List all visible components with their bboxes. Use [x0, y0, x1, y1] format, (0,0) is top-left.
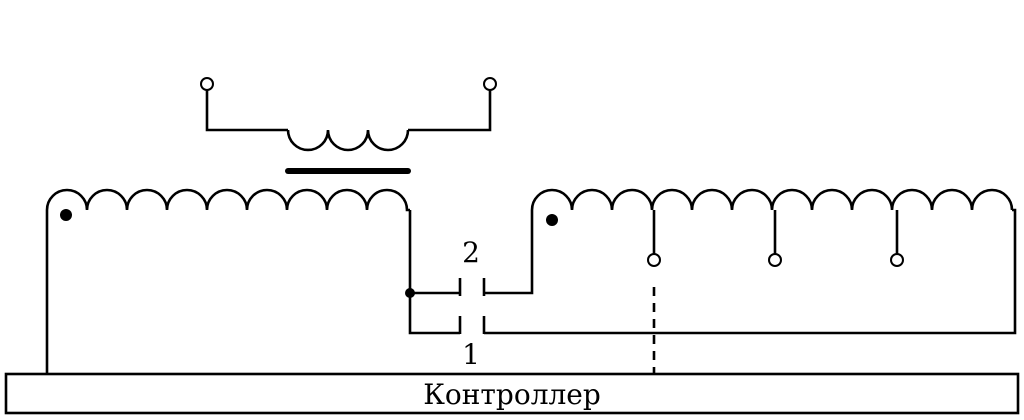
left-winding-lead [408, 210, 460, 335]
tap-3-terminal [890, 253, 904, 267]
top-right-terminal [483, 77, 497, 91]
right-winding [484, 188, 1017, 373]
top-left-terminal [200, 77, 214, 91]
controller-label: Контроллер [423, 378, 601, 411]
right-winding-return [484, 208, 1017, 335]
right-winding-lead [484, 210, 534, 295]
tap-1-terminal [647, 253, 661, 267]
left-polarity-dot [60, 209, 72, 221]
junction-dot [405, 288, 415, 298]
controller-block: Контроллер [4, 372, 1020, 415]
top-transformer [200, 77, 497, 174]
right-polarity-dot [546, 214, 558, 226]
top-right-lead [408, 90, 492, 132]
contacts: 2 1 [458, 236, 486, 371]
left-winding [45, 188, 460, 373]
contact-2-label: 2 [462, 236, 480, 269]
left-winding-coil [45, 188, 410, 373]
top-left-lead [205, 90, 288, 132]
right-winding-coil [530, 188, 1014, 211]
contact-1-label: 1 [462, 338, 480, 371]
tap-2-terminal [768, 253, 782, 267]
top-winding [286, 129, 410, 152]
controller-box [4, 372, 1020, 415]
